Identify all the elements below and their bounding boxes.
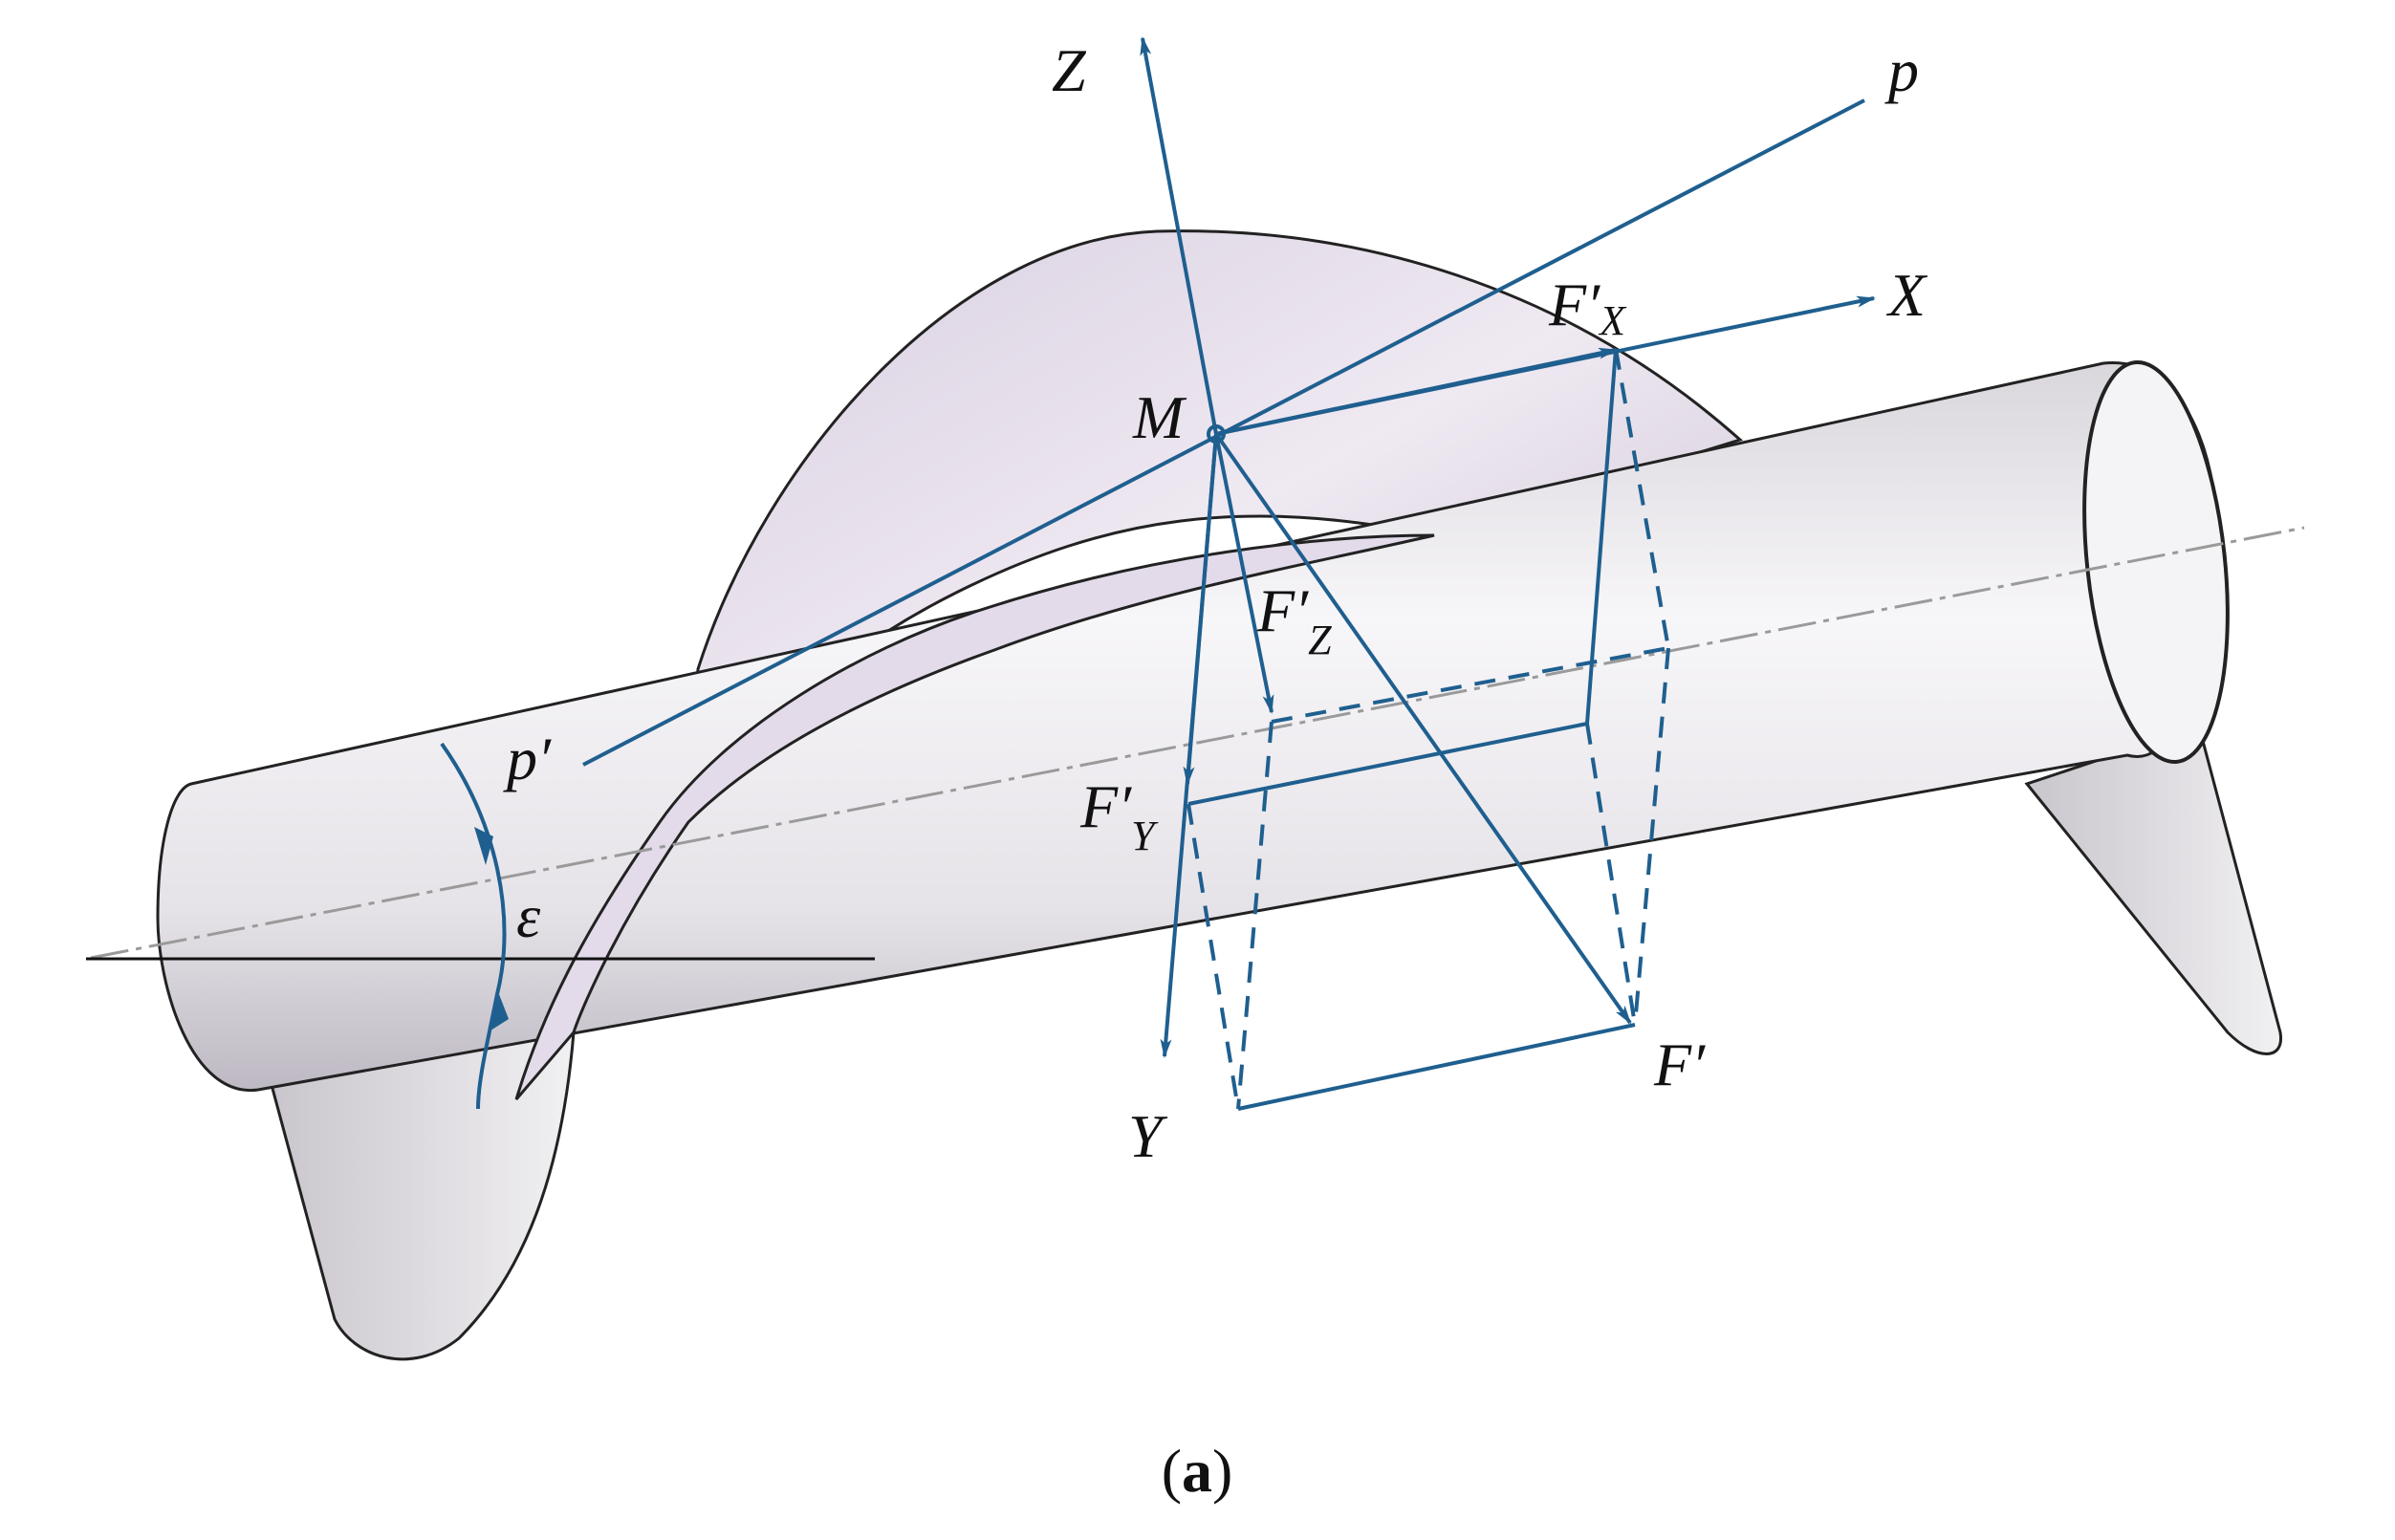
f-prime-label: F′ bbox=[1653, 1030, 1706, 1098]
angle-epsilon-arc bbox=[440, 742, 507, 1110]
vector-set bbox=[1140, 36, 1876, 1058]
fy-label: F′Y bbox=[1079, 772, 1159, 859]
figure-caption: (a) bbox=[1162, 1437, 1233, 1505]
angle-label: ε bbox=[516, 882, 541, 950]
fz-arrow bbox=[1214, 433, 1274, 714]
m-label: M bbox=[1132, 383, 1187, 451]
fx-label: F′X bbox=[1548, 271, 1627, 344]
shaft-centerline bbox=[90, 526, 2305, 960]
fx-arrow bbox=[1215, 347, 1618, 436]
point-m bbox=[1207, 424, 1226, 444]
fy-arrow bbox=[1183, 433, 1218, 786]
z-axis-label: Z bbox=[1052, 36, 1087, 104]
fz-label: F′Z bbox=[1256, 576, 1332, 663]
force-box bbox=[1187, 348, 1670, 1111]
helical-blade-right-fin bbox=[2024, 725, 2283, 1055]
angle-arrow-top bbox=[474, 827, 493, 865]
p-label: p bbox=[1884, 36, 1919, 104]
y-axis-label: Y bbox=[1128, 1102, 1168, 1170]
helical-blade-left-fin bbox=[266, 1030, 576, 1361]
p-prime-label: p′ bbox=[503, 725, 552, 792]
helical-blade-front bbox=[514, 533, 1435, 1100]
f-prime-arrow bbox=[1214, 432, 1632, 1025]
angle-arrow-bottom bbox=[488, 989, 509, 1032]
x-axis-label: X bbox=[1885, 261, 1928, 329]
z-axis-arrow bbox=[1140, 36, 1218, 435]
